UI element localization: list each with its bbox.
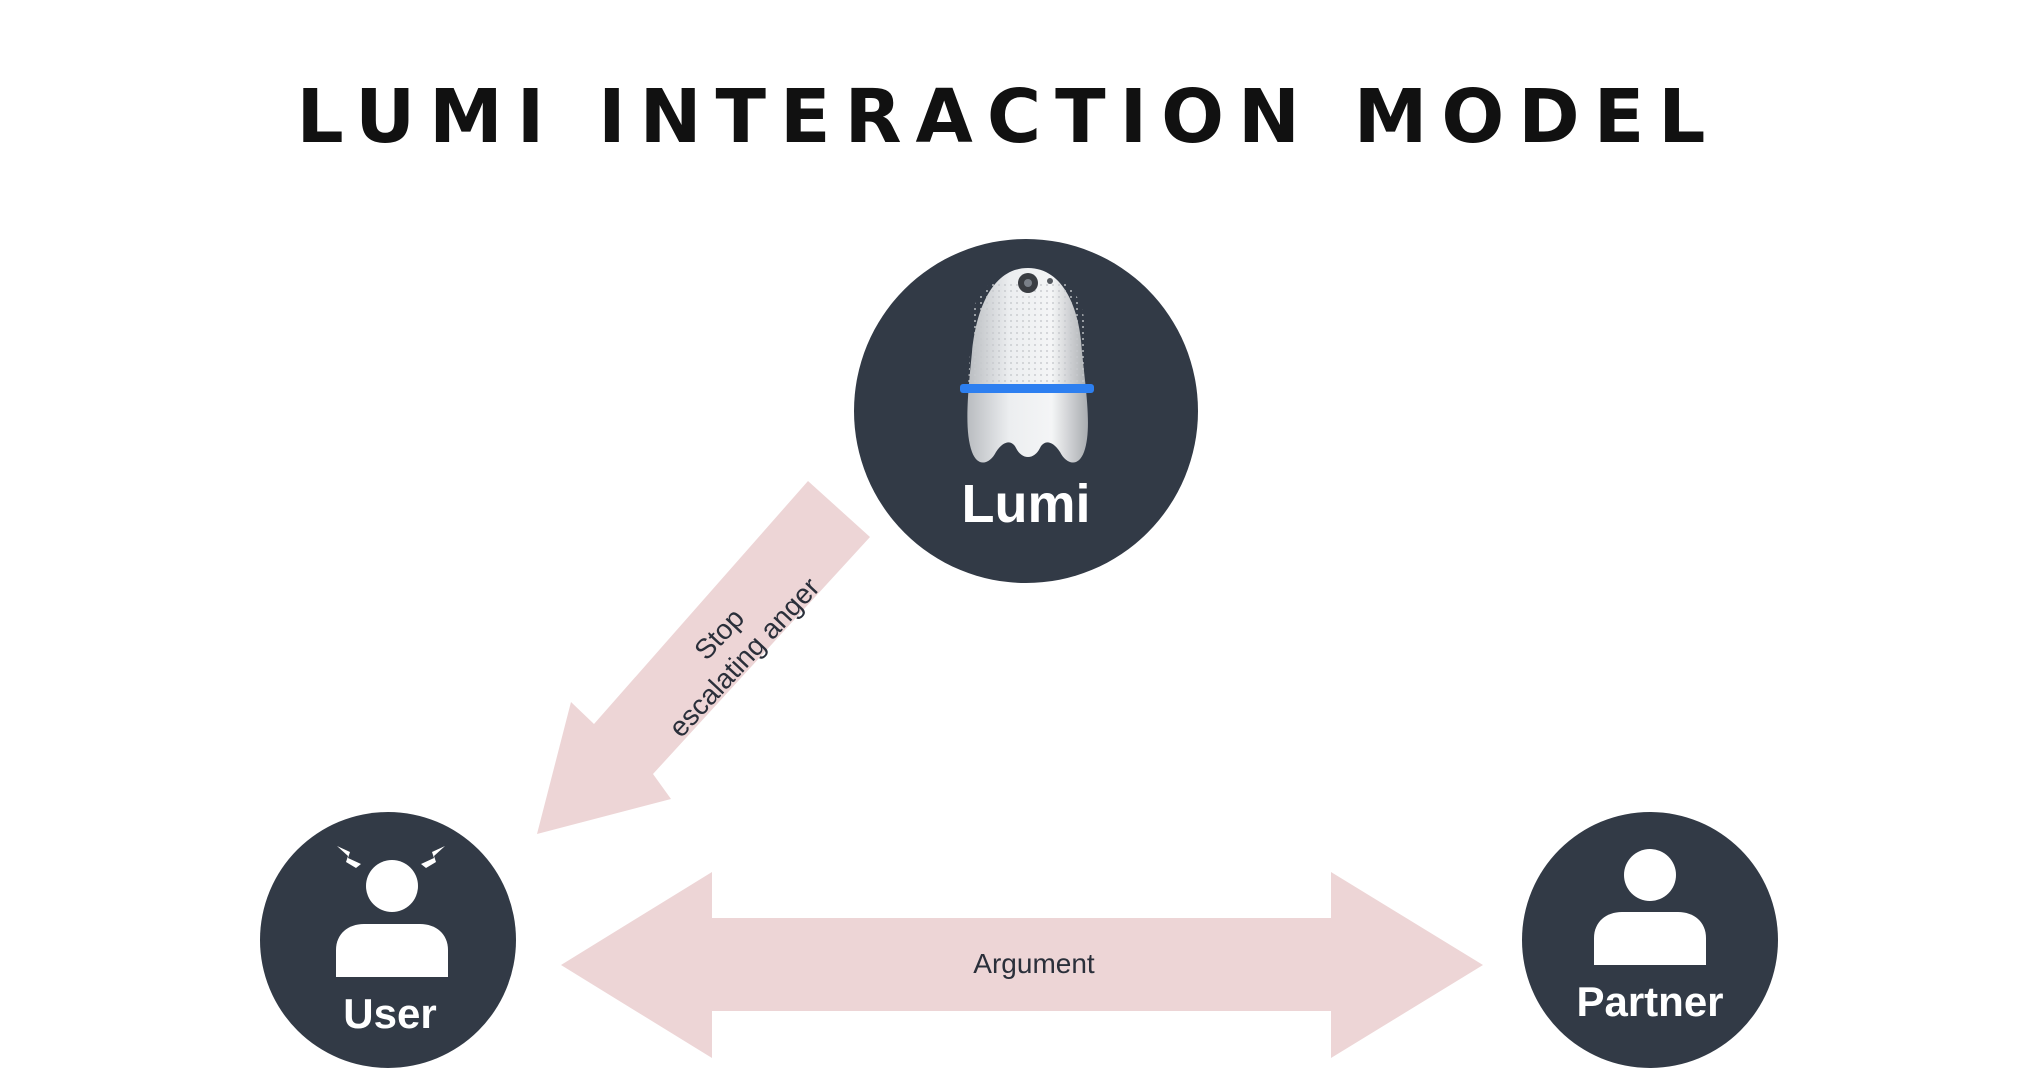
angry-person-icon — [336, 846, 448, 977]
lumi-label: Lumi — [962, 474, 1091, 534]
user-label: User — [343, 990, 436, 1037]
stop-anger-arrow — [537, 481, 870, 834]
argument-arrow — [561, 872, 1483, 1058]
argument-label: Argument — [973, 948, 1095, 979]
anger-mark-right-icon — [421, 846, 445, 868]
anger-mark-left-icon — [337, 846, 361, 868]
person-icon — [1594, 849, 1706, 965]
robot-icon — [960, 268, 1094, 463]
partner-node: Partner — [1522, 812, 1778, 1068]
diagram-title: LUMI INTERACTION MODEL — [297, 74, 1720, 160]
partner-label: Partner — [1576, 978, 1723, 1025]
user-node: User — [260, 812, 516, 1068]
lumi-node: Lumi — [854, 239, 1198, 583]
